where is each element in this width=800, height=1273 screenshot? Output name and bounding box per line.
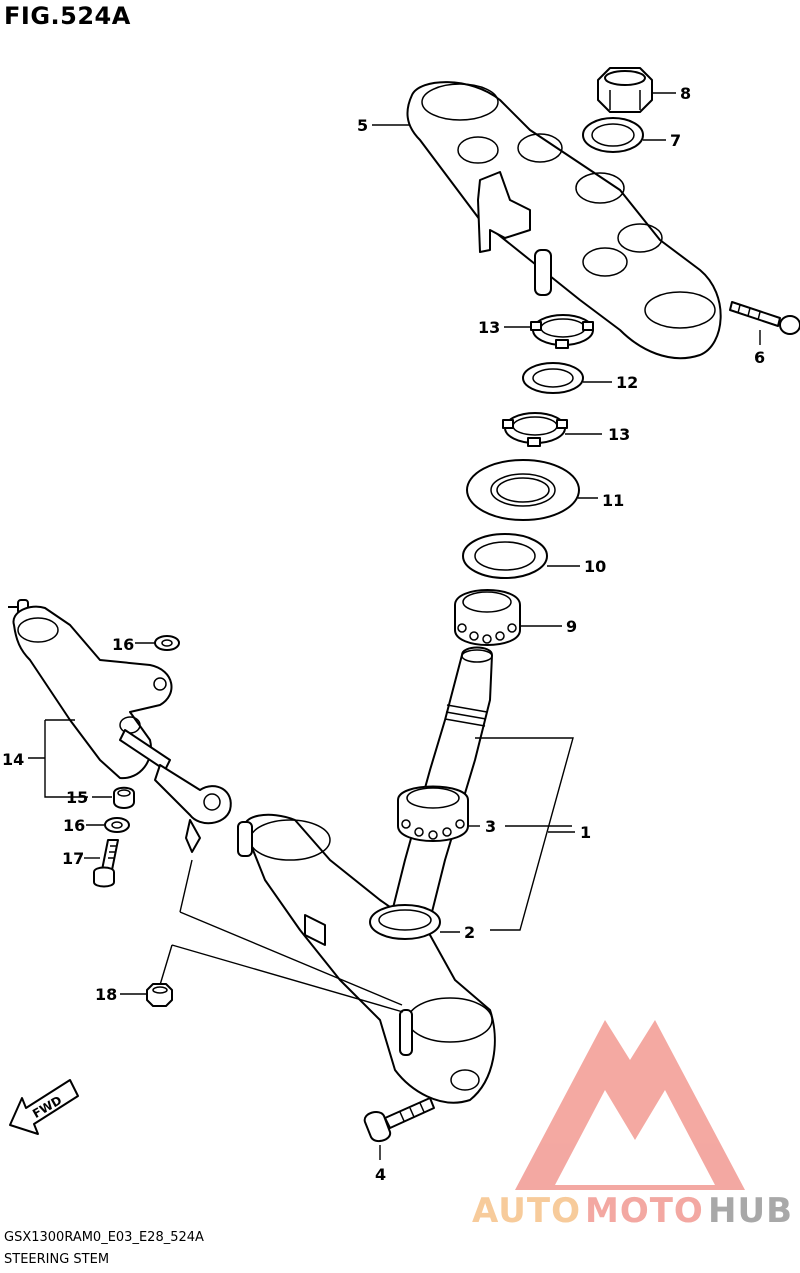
callout-7: 7 [670,131,681,150]
callout-13a: 13 [478,318,500,337]
part-16a-washer [154,635,180,651]
part-11-dust-seal [466,459,580,521]
part-2-lower-seal [369,904,441,940]
watermark-logo: AUTO MOTO HUB [472,1020,793,1231]
callout-18: 18 [95,985,117,1004]
watermark-auto: AUTO [472,1191,581,1231]
watermark-moto: MOTO [585,1191,704,1231]
callout-1: 1 [580,823,591,842]
callout-15: 15 [66,788,88,807]
part-12-lock-washer [522,362,584,394]
part-6-bolt [729,301,800,335]
part-9-upper-bearing [454,589,521,646]
callout-9: 9 [566,617,577,636]
callout-8: 8 [680,84,691,103]
callout-16a: 16 [112,635,134,654]
part-10-race [462,533,548,579]
callout-13b: 13 [608,425,630,444]
part-8-stem-nut [597,67,653,113]
part-15-nut [113,786,135,809]
callout-12: 12 [616,373,638,392]
fwd-direction-arrow: FWD [9,1079,79,1135]
part-16b-washer [104,817,130,833]
callout-2: 2 [464,923,475,942]
callout-3: 3 [485,817,496,836]
callout-17: 17 [62,849,84,868]
section-name: STEERING STEM [4,1252,110,1267]
callout-6: 6 [754,348,765,367]
part-13b-lock-nut [502,412,568,447]
callout-14: 14 [2,750,24,769]
callout-16b: 16 [63,816,85,835]
watermark-triangle [515,1020,745,1190]
part-17-bolt [93,839,119,888]
part-5-upper-bracket [406,81,722,360]
callout-10: 10 [584,557,606,576]
part-7-washer [582,117,644,153]
callout-5: 5 [357,116,368,135]
part-18-nut [146,983,173,1007]
part-13a-lock-nut [530,314,594,349]
part-4-bolt [363,1097,435,1143]
figure-title: FIG.524A [4,2,131,30]
part-14-steering-damper [8,599,232,853]
model-code: GSX1300RAM0_E03_E28_524A [4,1230,204,1245]
part-3-lower-bearing [397,785,469,842]
callout-4: 4 [375,1165,386,1184]
callout-11: 11 [602,491,624,510]
part-1-lower-bracket [237,646,496,1104]
watermark-hub: HUB [708,1191,793,1231]
